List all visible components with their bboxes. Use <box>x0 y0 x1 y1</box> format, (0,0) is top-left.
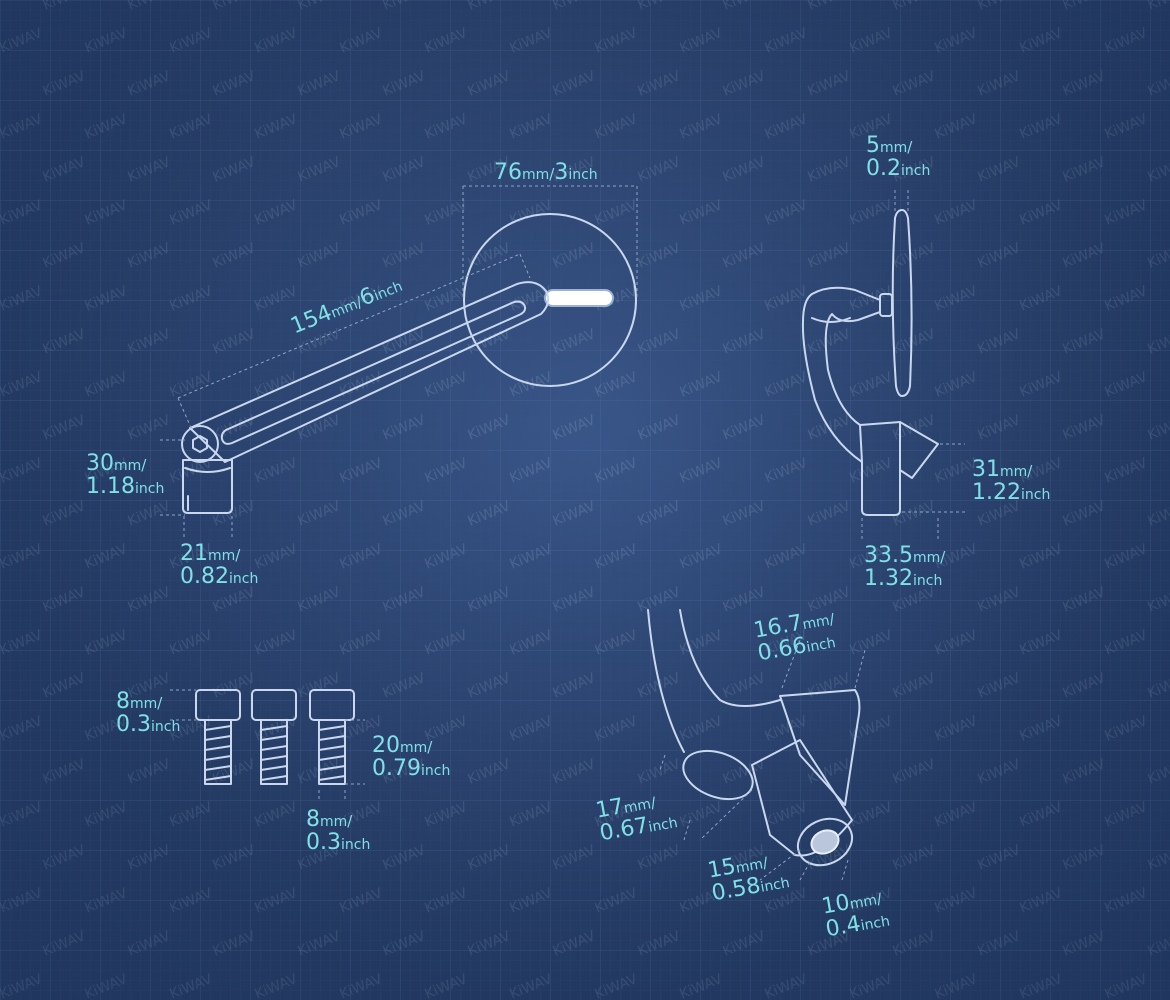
mirror-arm <box>189 281 550 463</box>
dim-bolt-diameter: 8mm/ 0.3inch <box>306 807 371 856</box>
side-mirror-glass <box>891 209 913 397</box>
mirror-led-strip <box>544 289 614 307</box>
dim-side-clamp-width: 33.5mm/ 1.32inch <box>864 543 946 592</box>
adapter-detail <box>647 609 861 867</box>
mirror-glass-round <box>463 213 637 387</box>
bolt-set <box>195 689 355 785</box>
dim-clamp-height: 30mm/ 1.18inch <box>86 451 165 500</box>
bolt-3 <box>309 689 355 785</box>
top-view-mirror <box>181 213 637 514</box>
adapter-arm <box>647 609 781 753</box>
adapter-cone <box>779 689 861 806</box>
adapter-bore <box>682 749 754 801</box>
adapter-insert <box>810 829 840 855</box>
bolt-2 <box>251 689 297 785</box>
bolt-1 <box>195 689 241 785</box>
dimension-lines <box>160 185 965 881</box>
hex-socket-icon <box>192 435 208 453</box>
adapter-end <box>796 817 854 867</box>
arm-pivot <box>181 425 219 463</box>
arm-slot <box>220 300 527 445</box>
clamp-body <box>182 459 233 514</box>
dim-glass-thickness: 5mm/ 0.2inch <box>866 133 931 182</box>
dim-top-mirror-width: 76mm/3inch <box>494 160 598 185</box>
dim-clamp-width: 21mm/ 0.82inch <box>180 541 259 590</box>
side-view-mirror <box>801 209 939 516</box>
dim-side-clamp-height: 31mm/ 1.22inch <box>972 457 1051 506</box>
side-arm <box>801 286 939 516</box>
dim-bolt-head-height: 8mm/ 0.3inch <box>116 689 181 738</box>
dim-bolt-length: 20mm/ 0.79inch <box>372 733 451 782</box>
